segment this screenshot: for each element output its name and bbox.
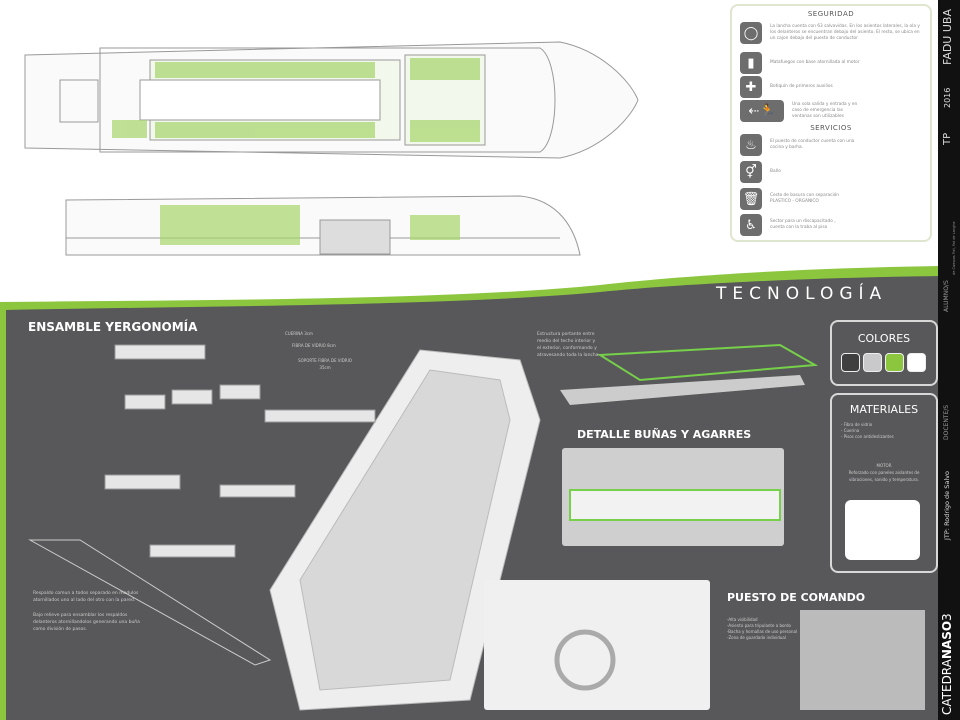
ensamble-note: Bajo relieve para ensamblar los respaldo… — [33, 613, 140, 632]
color-swatch — [863, 353, 882, 372]
seat-modules — [104, 344, 376, 558]
catedra-number: 3 — [940, 613, 954, 621]
layer-label: FIBRA DE VIDRIO 8cm — [292, 343, 336, 348]
legend-panel: SEGURIDAD ◯ La lancha cuenta con 63 salva… — [730, 4, 932, 242]
estructura-note: Estructura portante entre medio del tech… — [537, 332, 599, 358]
comando-item: -Zona de guardado individual — [727, 635, 786, 640]
structure-render — [596, 343, 819, 382]
catedra-label: CATEDRA — [940, 659, 954, 715]
teachers-label: DOCENTE/S — [943, 404, 950, 440]
material-item: - Cuerina — [841, 428, 860, 433]
type-label: TP — [942, 132, 953, 145]
material-item: - Fibra de vidrio — [841, 422, 873, 427]
services-text: Baño — [770, 169, 781, 174]
trash-bin-icon: 🗑 — [740, 188, 762, 210]
color-swatch — [907, 353, 926, 372]
jtp-label: JTP: Rodrigo de Salvo — [943, 471, 951, 540]
school-label: FADU UBA — [941, 9, 954, 65]
passenger-seats — [112, 58, 480, 142]
comando-item: -Alta visibilidad — [727, 617, 758, 622]
layer-label: CUERINA 3cm — [285, 331, 313, 336]
security-text: Una sola salida y entrada y en caso de e… — [792, 102, 858, 119]
detalle-title: DETALLE BUÑAS Y AGARRES — [577, 428, 752, 441]
security-text: La lancha cuenta con 63 salvavidas. En l… — [770, 24, 920, 41]
boat-3d-render — [269, 349, 541, 711]
life-vest-icon: ◯ — [740, 22, 762, 44]
emergency-exit-icon: ⇠🏃 — [740, 100, 784, 122]
layer-label: SOPORTE FIBRA DE VIDRIO 35cm — [298, 358, 352, 370]
kitchen-icon: ♨ — [740, 134, 762, 156]
services-title: SERVICIOS — [810, 124, 852, 132]
security-title: SEGURIDAD — [807, 10, 855, 18]
material-item: - Pisos con antideslizantes — [841, 434, 894, 439]
comando-item: -Bacha y hornallas de uso personal — [727, 629, 798, 634]
ensamble-title: ENSAMBLE YERGONOMÍA — [28, 320, 198, 334]
color-swatch — [885, 353, 904, 372]
colores-title: COLORES — [857, 332, 911, 345]
title-strip: FADU UBA 2016 TP ALUMNO/S de Campos Fiel… — [938, 0, 960, 720]
materiales-title: MATERIALES — [849, 403, 919, 416]
boat-section-view — [65, 195, 581, 256]
boat-plan-view — [24, 41, 639, 159]
colores-panel: COLORES — [830, 320, 938, 386]
motor-box — [845, 500, 920, 560]
services-text: El puesto de conductor cuenta con una co… — [770, 139, 855, 150]
services-text: Sector para un discapacitado , cuenta co… — [770, 219, 836, 230]
fire-extinguisher-icon: ▮ — [740, 52, 762, 74]
color-swatch — [841, 353, 860, 372]
wheelchair-icon: ♿ — [740, 214, 762, 236]
year-label: 2016 — [943, 87, 952, 108]
materiales-panel: MATERIALES - Fibra de vidrio - Cuerina -… — [830, 393, 938, 573]
students-names: de Campos Fiel, Fat de Langhe — [952, 221, 956, 275]
ensamble-note: Respaldo comun a todos separado en modul… — [33, 591, 139, 603]
comando-item: -Asiento para tripulante a bordo — [727, 623, 791, 628]
structure-hull — [560, 375, 805, 405]
security-text: Matafuegos con base atornillada al motor — [770, 60, 860, 65]
students-label: ALUMNO/S — [943, 280, 950, 312]
catedra-name: NASO — [940, 620, 954, 660]
first-aid-icon: ✚ — [740, 76, 762, 98]
security-text: Botiquín de primeros auxilios — [770, 84, 833, 89]
command-photo-2 — [800, 610, 925, 710]
comando-title: PUESTO DE COMANDO — [727, 591, 866, 604]
restroom-icon: ⚥ — [740, 161, 762, 183]
motor-text: Reforzado con paneles aislantes de vibra… — [848, 470, 920, 482]
command-photo — [484, 580, 710, 710]
motor-title: MOTOR — [876, 463, 892, 468]
services-text: Cesto de basura con separación PLASTICO … — [770, 193, 840, 204]
section-title-tecnologia: TECNOLOGÍA — [716, 284, 888, 304]
